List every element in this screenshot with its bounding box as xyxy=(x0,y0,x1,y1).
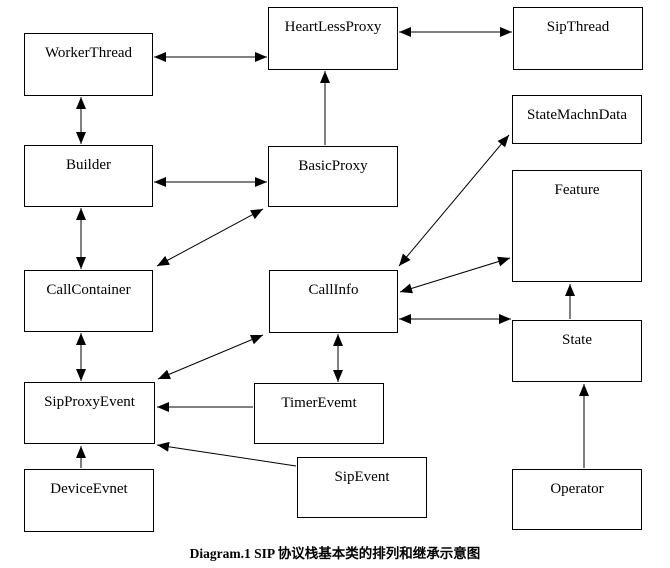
node-sip-event: SipEvent xyxy=(297,457,427,518)
node-state-machn-data: StateMachnData xyxy=(512,95,642,144)
node-call-container: CallContainer xyxy=(24,270,153,332)
node-device-evnet: DeviceEvnet xyxy=(24,469,154,532)
node-label: DeviceEvnet xyxy=(50,481,128,497)
node-sip-proxy-event: SipProxyEvent xyxy=(24,382,155,444)
edge-call-info-feature xyxy=(399,256,511,294)
node-worker-thread: WorkerThread xyxy=(24,33,153,96)
node-label: State xyxy=(562,332,592,348)
node-label: SipThread xyxy=(546,19,610,35)
node-label: Builder xyxy=(66,157,111,173)
node-call-info: CallInfo xyxy=(269,270,398,333)
node-builder: Builder xyxy=(24,145,153,207)
edge-sip-event-sip-proxy-event xyxy=(156,441,297,467)
node-label: SipProxyEvent xyxy=(44,394,135,410)
node-label: CallInfo xyxy=(308,282,359,298)
node-feature: Feature xyxy=(512,170,642,282)
node-label: CallContainer xyxy=(46,282,131,298)
node-sip-thread: SipThread xyxy=(513,7,643,70)
node-label: WorkerThread xyxy=(44,45,133,61)
node-label: BasicProxy xyxy=(298,158,368,174)
edge-basic-proxy-call-container xyxy=(156,208,264,267)
node-label: HeartLessProxy xyxy=(284,19,382,35)
node-label: Feature xyxy=(554,182,600,198)
node-label: Operator xyxy=(550,481,604,497)
node-state: State xyxy=(512,320,642,382)
node-label: StateMachnData xyxy=(527,107,627,123)
node-label: TimerEvemt xyxy=(281,395,357,411)
node-operator: Operator xyxy=(512,469,642,530)
edge-call-info-sip-proxy-event xyxy=(157,334,264,380)
edge-call-info-state-machn-data xyxy=(398,134,510,267)
node-heartless-proxy: HeartLessProxy xyxy=(268,7,398,70)
node-label: SipEvent xyxy=(334,469,390,485)
node-timer-evemt: TimerEvemt xyxy=(254,383,384,444)
diagram-caption: Diagram.1 SIP 协议栈基本类的排列和继承示意图 xyxy=(189,546,481,561)
node-basic-proxy: BasicProxy xyxy=(268,146,398,207)
